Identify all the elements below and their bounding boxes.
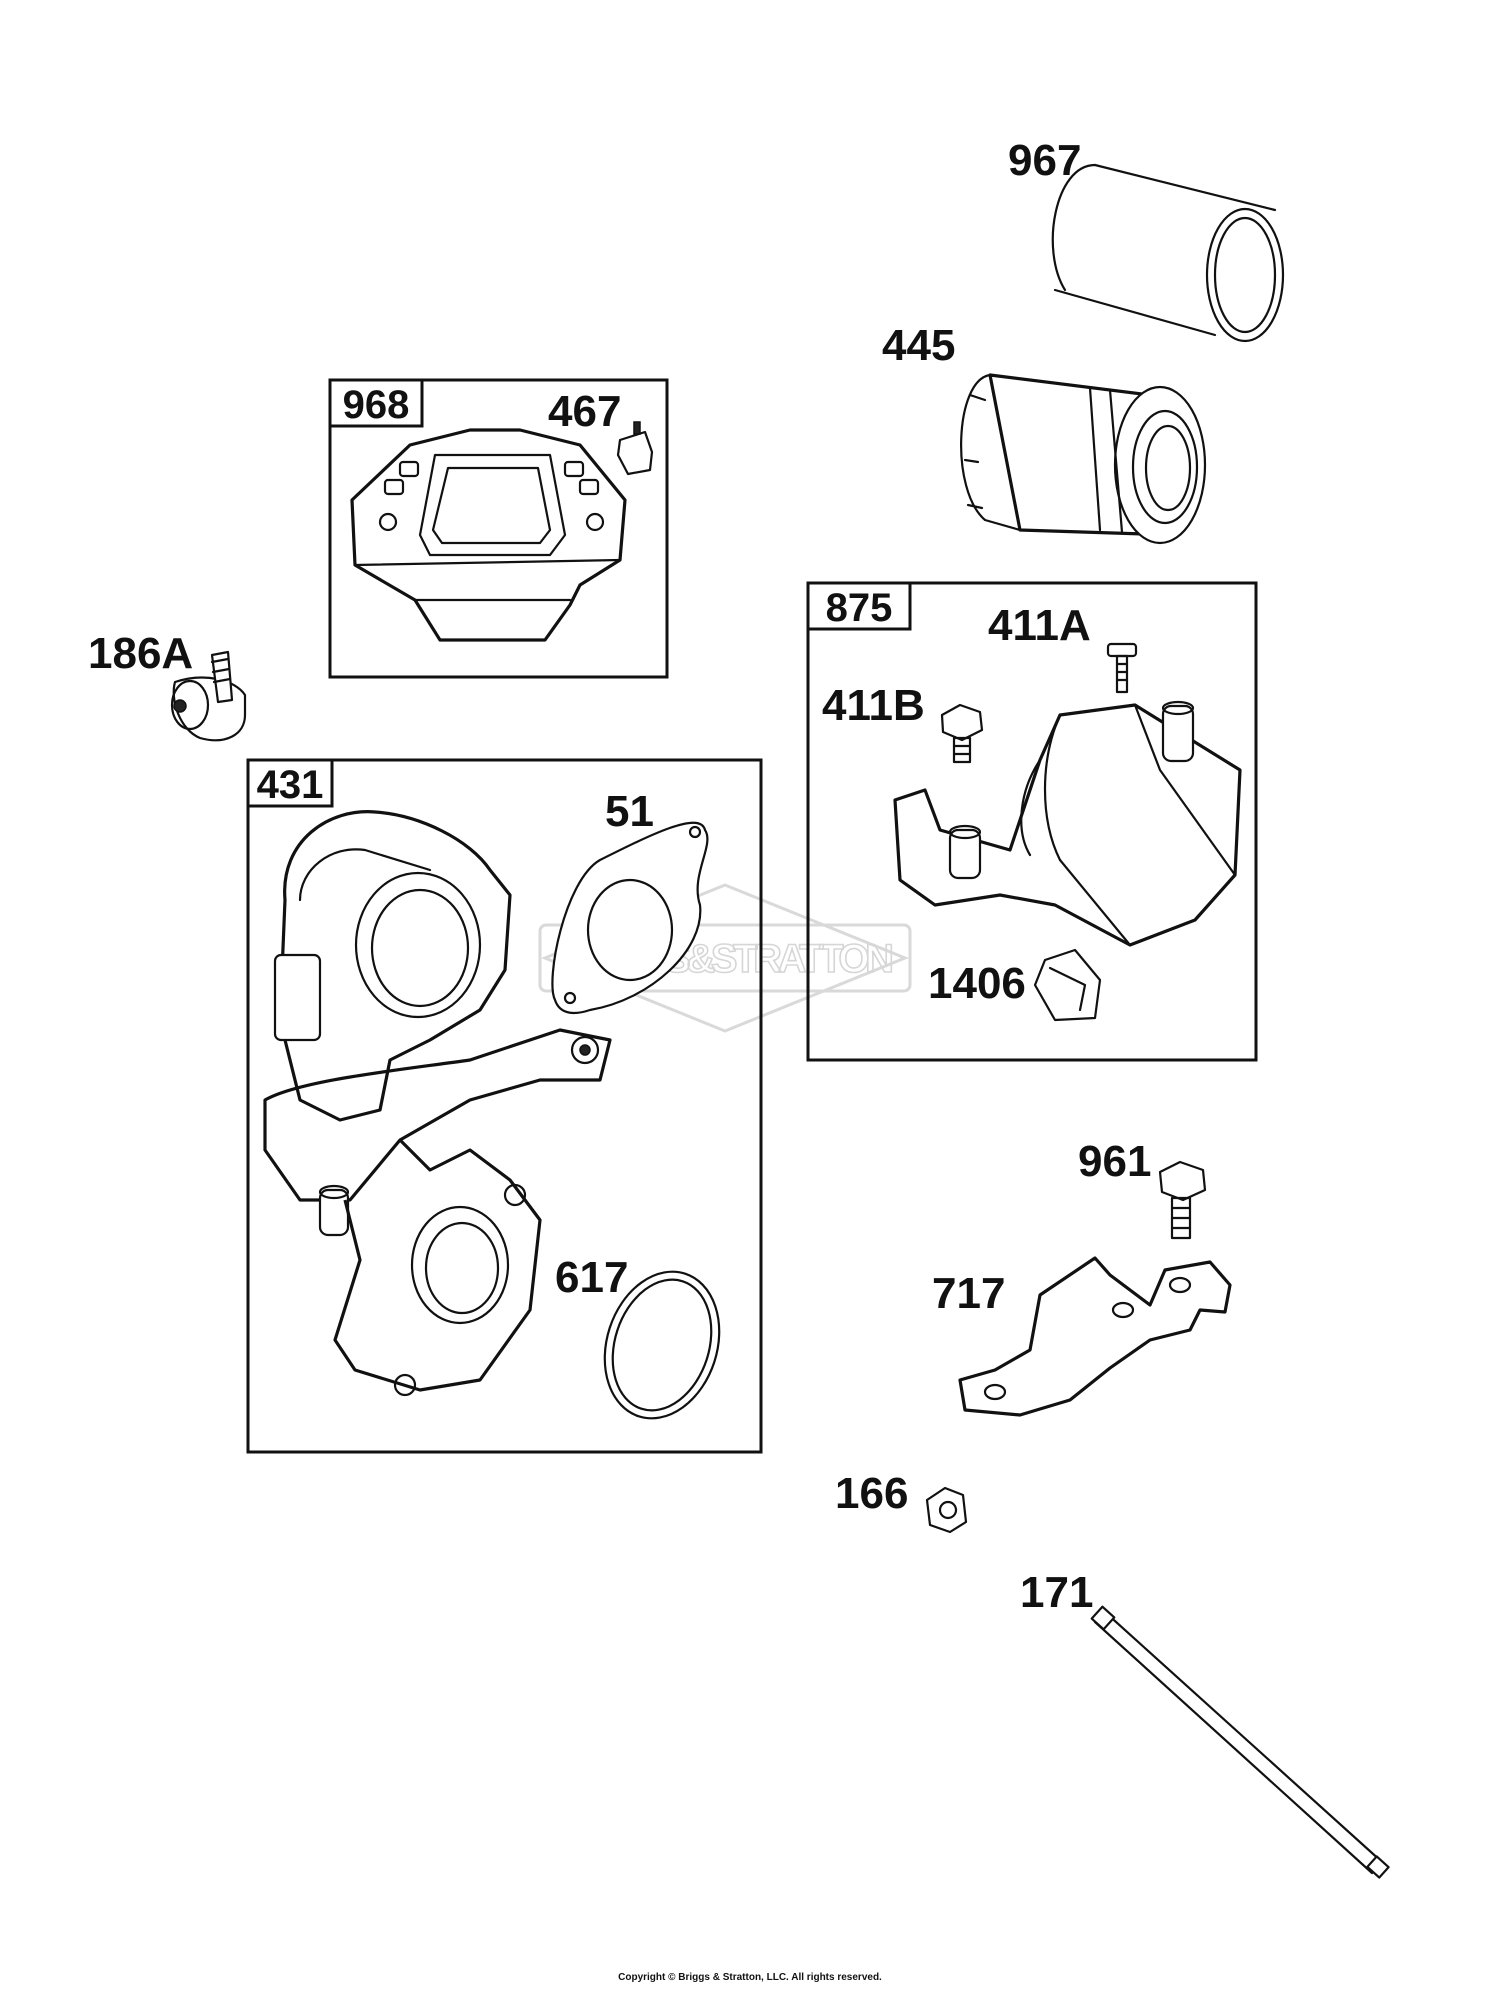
label-186A: 186A (88, 629, 193, 678)
box-968: 968 (328, 378, 669, 679)
label-51: 51 (605, 787, 654, 836)
label-617: 617 (555, 1253, 628, 1302)
label-467: 467 (548, 387, 621, 436)
box-875-label: 875 (826, 586, 893, 630)
part-171-stud (1090, 1605, 1390, 1879)
part-186A-elbow (170, 650, 247, 742)
box-431-label: 431 (257, 763, 324, 807)
box-968-label: 968 (343, 383, 410, 427)
label-961: 961 (1078, 1137, 1151, 1186)
part-967-pre-cleaner (1051, 163, 1285, 343)
label-171: 171 (1020, 1568, 1093, 1617)
copyright-notice: Copyright © Briggs & Stratton, LLC. All … (618, 1972, 882, 1983)
label-445: 445 (882, 321, 955, 370)
part-717-bracket (958, 1256, 1232, 1417)
box-875: 875 (806, 581, 1258, 1062)
part-445-air-filter (960, 373, 1207, 545)
label-411A: 411A (988, 601, 1091, 650)
label-166: 166 (835, 1469, 908, 1518)
label-717: 717 (932, 1269, 1005, 1318)
label-1406: 1406 (928, 959, 1026, 1008)
part-166-nut (925, 1486, 968, 1534)
part-961-bolt (1158, 1160, 1207, 1240)
label-411B: 411B (822, 681, 925, 730)
label-967: 967 (1008, 136, 1081, 185)
box-431: 431 (246, 758, 763, 1454)
